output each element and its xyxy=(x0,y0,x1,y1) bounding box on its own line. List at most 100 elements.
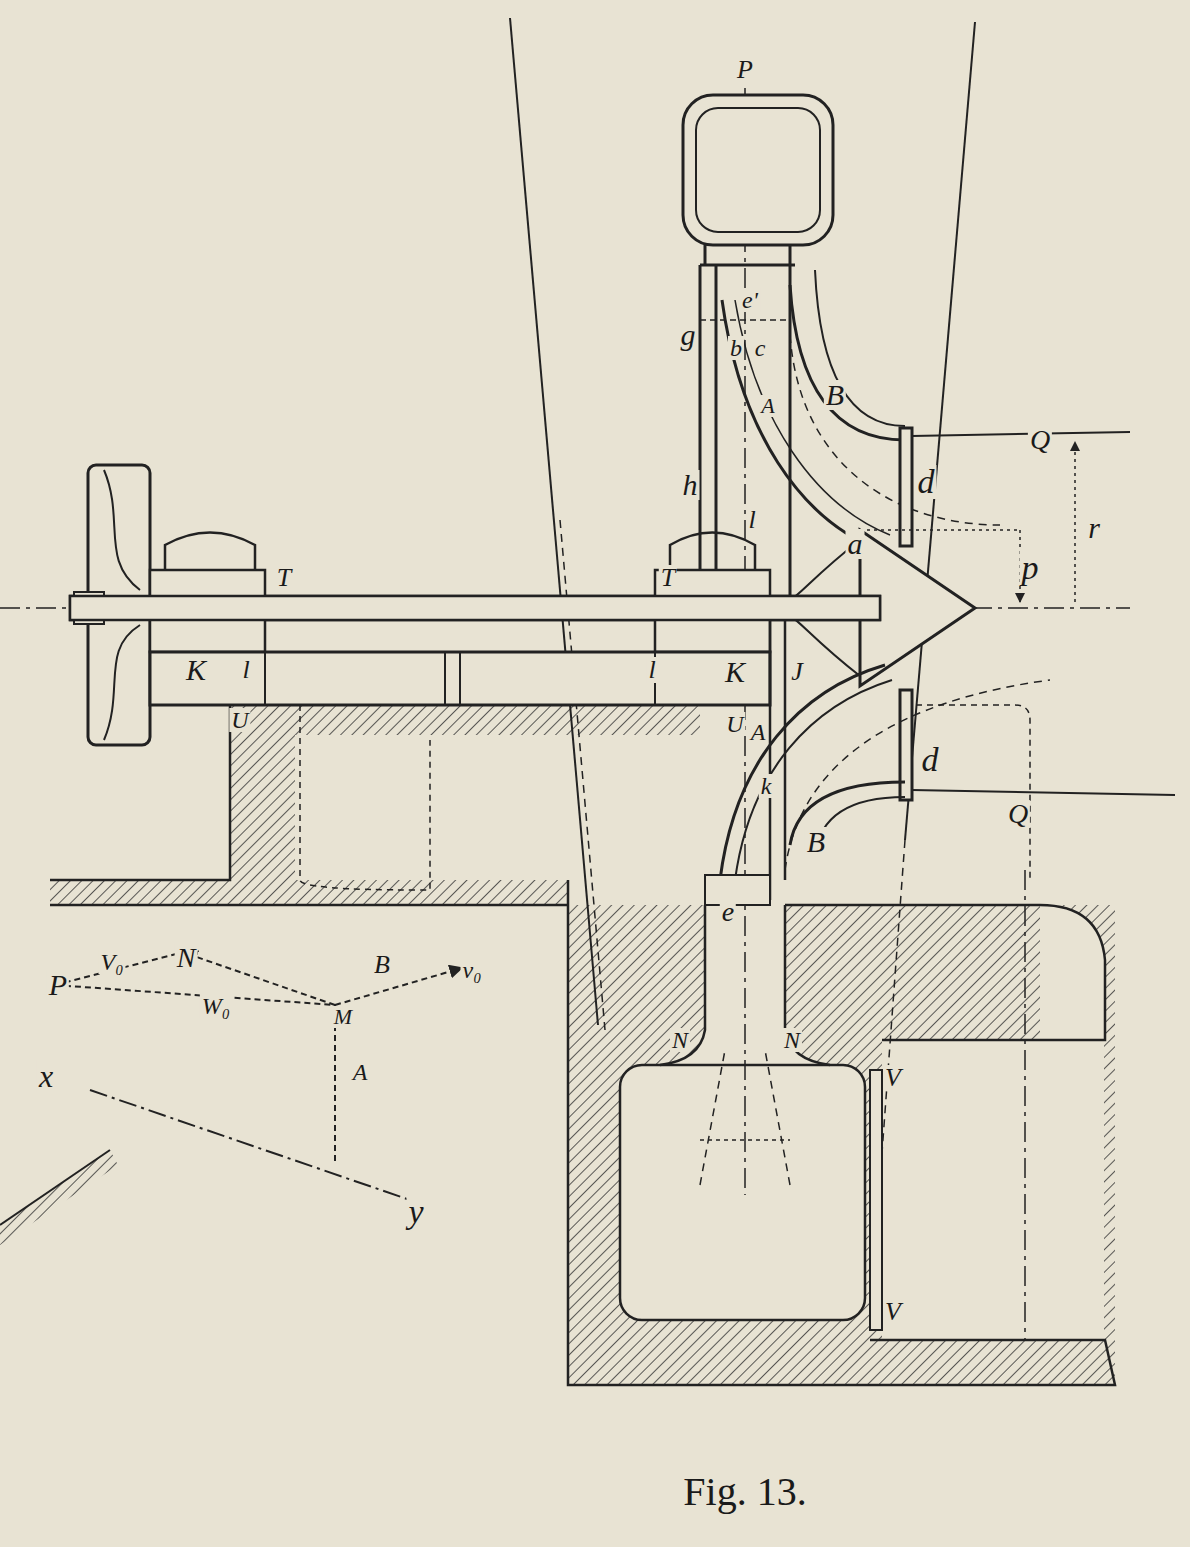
drawing-part xyxy=(700,265,790,596)
drawing-part xyxy=(55,985,335,1005)
drawing-part xyxy=(70,596,880,620)
part-letter: V xyxy=(883,1299,903,1325)
part-letter: k xyxy=(759,774,774,798)
part-letter: K xyxy=(184,655,208,685)
drawing-part xyxy=(1074,442,1076,602)
drawing-part xyxy=(912,790,1175,795)
drawing-part xyxy=(900,428,912,546)
part-letter: T xyxy=(275,565,293,591)
part-letter: h xyxy=(681,470,700,500)
part-letter: a xyxy=(846,529,865,559)
part-letter: B xyxy=(824,380,846,410)
drawing-part xyxy=(696,108,820,232)
drawing-part xyxy=(150,652,770,705)
drawing-part xyxy=(1024,870,1026,1340)
part-letter: l xyxy=(646,657,657,683)
part-letter: P xyxy=(47,970,69,1000)
drawing-part xyxy=(300,705,430,890)
drawing-part xyxy=(870,1070,882,1330)
part-letter: A xyxy=(759,395,776,417)
part-letter: N xyxy=(670,1028,690,1052)
drawing-part xyxy=(785,680,1050,870)
drawing-part xyxy=(790,335,1000,525)
drawing-part xyxy=(334,1005,336,1165)
part-letter: b xyxy=(728,336,744,360)
part-letter: V xyxy=(883,1065,903,1091)
part-letter: x xyxy=(37,1060,55,1092)
drawing-part xyxy=(620,1065,865,1320)
part-letter: J xyxy=(789,659,805,685)
drawing-part xyxy=(815,270,905,426)
part-letter: M xyxy=(332,1006,354,1028)
drawing-part xyxy=(90,1090,410,1200)
part-letter: U xyxy=(724,712,745,736)
drawing-part xyxy=(50,705,1115,1385)
part-letter: y xyxy=(406,1195,425,1229)
drawing-part xyxy=(670,533,755,571)
drawing-part xyxy=(620,1065,865,1320)
drawing-part xyxy=(568,880,1115,1385)
drawing-part xyxy=(770,620,785,900)
drawing-part xyxy=(568,880,705,905)
drawing-part xyxy=(568,880,1115,1340)
part-letter: l xyxy=(746,507,757,533)
part-letter: c xyxy=(753,336,768,360)
drawing-part xyxy=(265,652,655,705)
drawing xyxy=(0,18,1175,1385)
part-letter: e' xyxy=(740,288,760,312)
drawing-part xyxy=(70,596,880,620)
figure-caption: Fig. 13. xyxy=(683,1472,806,1512)
drawing-part xyxy=(790,285,905,440)
drawing-part xyxy=(882,1040,1104,1340)
part-letter: v₀ xyxy=(461,958,484,982)
drawing-part xyxy=(880,840,905,1180)
part-letter: W₀ xyxy=(200,994,232,1018)
part-letter: N xyxy=(782,1028,802,1052)
drawing-part xyxy=(0,1150,110,1225)
drawing-part xyxy=(0,1150,118,1245)
drawing-part xyxy=(1040,905,1105,1040)
part-letter: l xyxy=(240,657,251,683)
drawing-part xyxy=(912,432,1130,436)
part-letter: B xyxy=(805,827,827,857)
drawing-part xyxy=(720,665,885,880)
drawing-part xyxy=(568,880,1115,1385)
part-letter: Q xyxy=(1006,800,1030,828)
drawing-part xyxy=(860,529,1020,531)
part-letter: d xyxy=(916,465,937,499)
part-letter: r xyxy=(1086,513,1102,543)
drawing-part xyxy=(50,904,568,907)
part-letter: U xyxy=(229,708,250,732)
part-letter: T xyxy=(659,565,677,591)
drawing-part xyxy=(700,245,795,265)
drawing-part xyxy=(735,300,890,535)
part-letter: e xyxy=(720,898,736,926)
drawing-part xyxy=(165,533,255,571)
part-letter: A xyxy=(749,720,768,744)
drawing-part xyxy=(705,875,770,905)
part-letter: p xyxy=(1020,551,1041,585)
drawing-part xyxy=(50,880,600,905)
part-letter: P xyxy=(735,57,755,83)
drawing-part xyxy=(785,905,1105,1040)
part-letter: A xyxy=(351,1060,370,1084)
drawing-part xyxy=(722,300,880,550)
drawing-part xyxy=(700,319,790,321)
part-letter: d xyxy=(920,743,941,777)
drawing-part xyxy=(815,797,905,855)
drawing-part xyxy=(735,680,892,880)
drawing-part xyxy=(905,22,975,840)
part-letter: Q xyxy=(1028,426,1052,454)
part-letter: V₀ xyxy=(98,950,125,974)
part-letter: B xyxy=(372,952,392,978)
drawing-part xyxy=(785,880,1115,905)
drawing-part xyxy=(660,905,705,1065)
drawing-part xyxy=(683,95,833,245)
drawing-part xyxy=(335,968,462,1005)
drawing-part xyxy=(510,18,598,1025)
part-letter: K xyxy=(723,657,747,687)
part-letter: g xyxy=(679,320,698,350)
drawing-part xyxy=(50,705,1115,1385)
